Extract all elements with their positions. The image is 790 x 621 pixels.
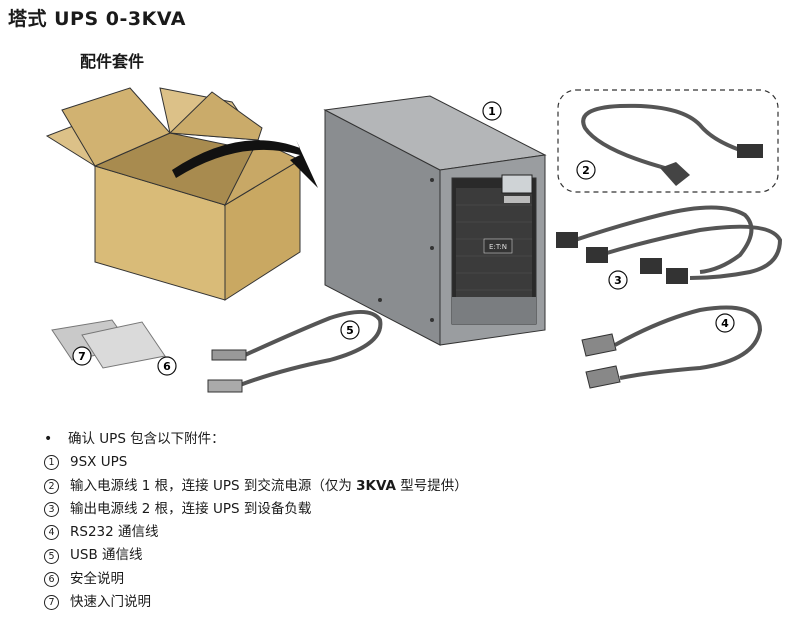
documents-illustration xyxy=(51,319,166,369)
box-illustration xyxy=(45,87,318,301)
item-number-icon: 4 xyxy=(44,525,59,541)
list-item-text: 输入电源线 1 根，连接 UPS 到交流电源（仅为 3KVA 型号提供） xyxy=(70,477,468,494)
rs232-cable-illustration xyxy=(581,305,763,389)
callout-4: 4 xyxy=(715,313,735,333)
callout-2: 2 xyxy=(576,160,596,180)
item-number-icon: 3 xyxy=(44,502,59,518)
item-number-icon: 6 xyxy=(44,571,59,587)
callout-7: 7 xyxy=(72,346,92,366)
svg-text:1: 1 xyxy=(488,105,496,118)
svg-text:5: 5 xyxy=(346,324,354,337)
item-number-icon: 7 xyxy=(44,595,59,611)
page-title: 塔式 UPS 0-3KVA xyxy=(8,8,186,30)
accessory-kit-illustration: E:T:N 1 xyxy=(45,87,783,393)
list-item-text: 快速入门说明 xyxy=(70,594,151,611)
list-item: 6 安全说明 xyxy=(44,568,468,591)
callout-6: 6 xyxy=(157,356,177,376)
model-highlight: 3KVA xyxy=(356,477,396,494)
list-intro: • 确认 UPS 包含以下附件： xyxy=(44,428,468,451)
input-cord-illustration xyxy=(557,89,779,193)
list-item: 3 输出电源线 2 根，连接 UPS 到设备负载 xyxy=(44,498,468,521)
list-item: 7 快速入门说明 xyxy=(44,591,468,614)
callout-1: 1 xyxy=(482,101,502,121)
svg-text:7: 7 xyxy=(78,350,86,363)
bullet-icon: • xyxy=(44,431,53,447)
svg-text:6: 6 xyxy=(163,360,171,373)
callout-5: 5 xyxy=(340,320,360,340)
item-number-icon: 1 xyxy=(44,455,59,471)
list-intro-text: 确认 UPS 包含以下附件： xyxy=(68,431,225,447)
list-item: 1 9SX UPS xyxy=(44,451,468,474)
accessory-list: • 确认 UPS 包含以下附件： 1 9SX UPS 2 输入电源线 1 根，连… xyxy=(44,428,468,614)
ups-brand-logo: E:T:N xyxy=(489,243,507,251)
callout-3: 3 xyxy=(608,270,628,290)
list-item-text: 9SX UPS xyxy=(70,454,128,471)
item-number-icon: 5 xyxy=(44,548,59,564)
ups-illustration: E:T:N xyxy=(323,95,547,346)
list-item-text: USB 通信线 xyxy=(70,547,143,564)
svg-text:3: 3 xyxy=(614,274,622,287)
list-item: 4 RS232 通信线 xyxy=(44,521,468,544)
item-number-icon: 2 xyxy=(44,478,59,494)
svg-text:2: 2 xyxy=(582,164,590,177)
list-item: 5 USB 通信线 xyxy=(44,544,468,567)
svg-text:4: 4 xyxy=(721,317,729,330)
list-item: 2 输入电源线 1 根，连接 UPS 到交流电源（仅为 3KVA 型号提供） xyxy=(44,475,468,498)
output-cords-illustration xyxy=(574,205,783,280)
list-item-text: 安全说明 xyxy=(70,570,124,587)
list-item-text: 输出电源线 2 根，连接 UPS 到设备负载 xyxy=(70,500,312,517)
section-subtitle: 配件套件 xyxy=(80,52,145,71)
usb-cable-illustration xyxy=(207,310,383,393)
list-item-text: RS232 通信线 xyxy=(70,524,159,541)
